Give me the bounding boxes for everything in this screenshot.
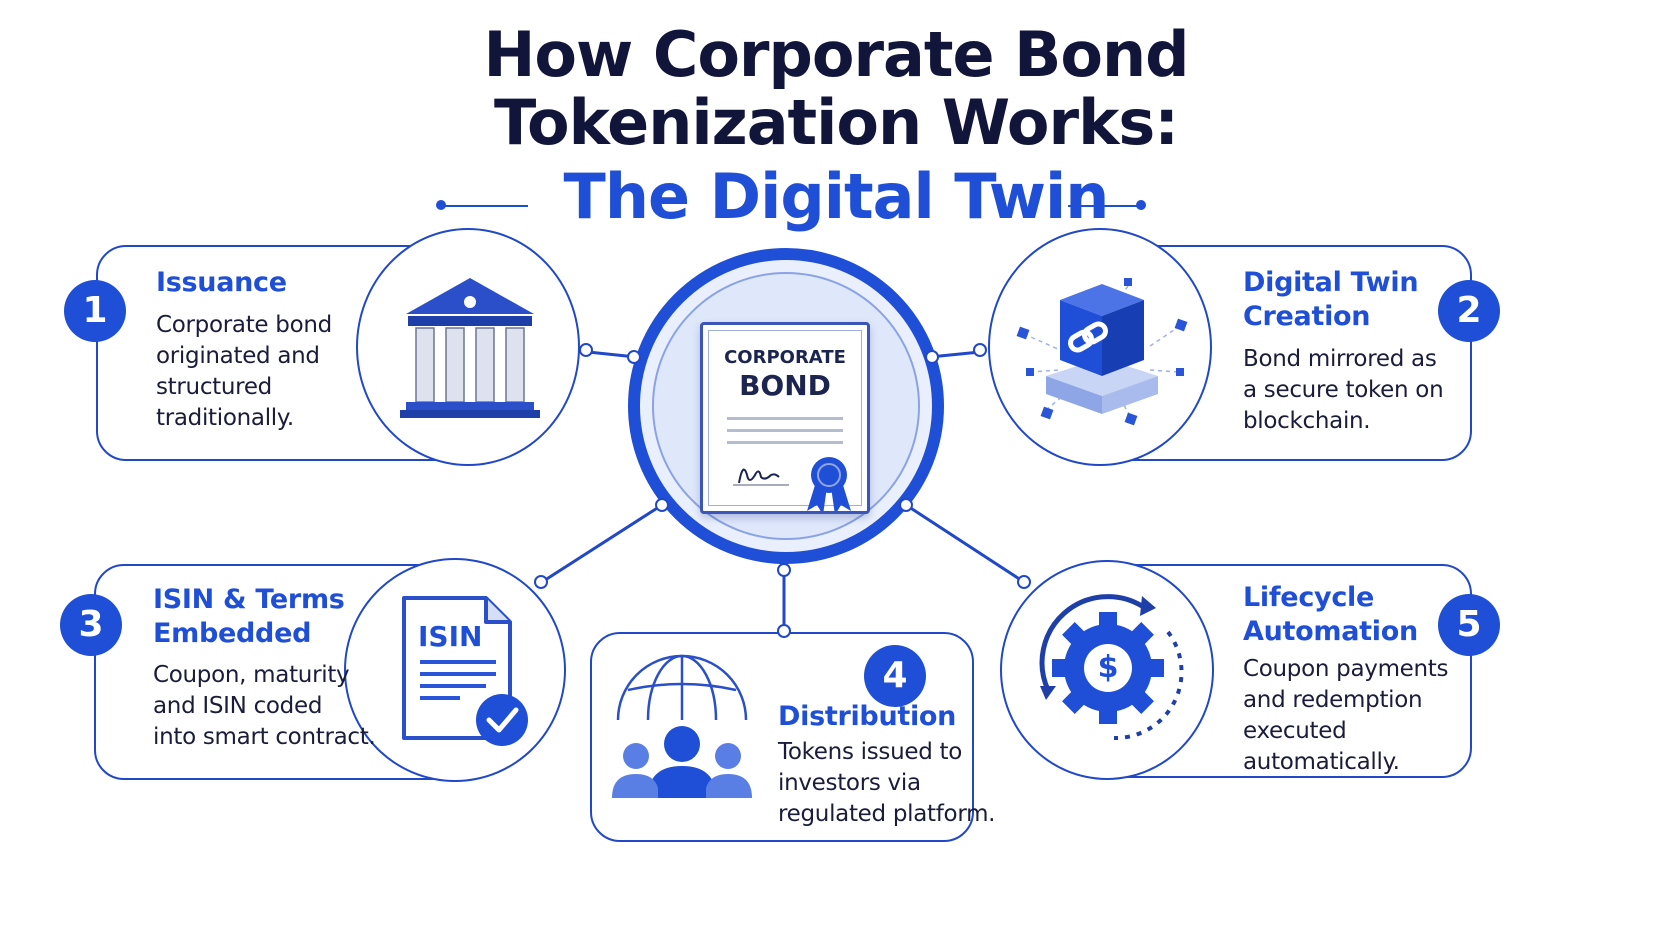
connector-node <box>655 498 669 512</box>
connector-node <box>777 624 791 638</box>
step-title-digital-twin: Digital Twin Creation <box>1243 267 1419 332</box>
step-title-lifecycle: Lifecycle Automation <box>1243 582 1418 647</box>
certificate-rule <box>727 429 843 432</box>
certificate-rule <box>727 417 843 420</box>
certificate-rule <box>727 441 843 444</box>
connector-node <box>579 343 593 357</box>
step-number-4: 4 <box>864 645 926 707</box>
step-number-2: 2 <box>1438 280 1500 342</box>
connector-node <box>899 498 913 512</box>
bank-building-icon <box>400 278 540 418</box>
connector-node <box>925 350 939 364</box>
dollar-sign: $ <box>1097 650 1119 685</box>
connector-node <box>534 575 548 589</box>
connector-node <box>777 563 791 577</box>
step-desc-lifecycle: Coupon payments and redemption executed … <box>1243 656 1449 775</box>
step-number-3: 3 <box>60 594 122 656</box>
connector-node <box>1017 575 1031 589</box>
step-desc-digital-twin: Bond mirrored as a secure token on block… <box>1243 346 1444 434</box>
icon-circle-isin-terms: ISIN <box>344 558 566 782</box>
isin-document-check-icon <box>402 596 528 746</box>
icon-circle-digital-twin <box>988 228 1212 466</box>
signature-seal-icon <box>733 457 851 511</box>
title-deco-dot-left <box>436 200 446 210</box>
step-title-isin-terms: ISIN & Terms Embedded <box>153 584 345 649</box>
step-number-1: 1 <box>64 280 126 342</box>
icon-circle-lifecycle: $ <box>1000 560 1214 780</box>
connector-node <box>627 350 641 364</box>
certificate-line-1: CORPORATE <box>724 347 846 368</box>
step-desc-distribution: Tokens issued to investors via regulated… <box>778 739 996 827</box>
step-desc-isin-terms: Coupon, maturity and ISIN coded into sma… <box>153 662 376 750</box>
certificate-line-2: BOND <box>739 369 831 402</box>
connector-node <box>973 343 987 357</box>
blockchain-cube-link-icon <box>1016 278 1188 426</box>
corporate-bond-certificate: CORPORATE BOND <box>700 322 870 514</box>
title-deco-line-right <box>1068 205 1138 207</box>
step-title-distribution: Distribution <box>778 701 957 732</box>
globe-investors-icon <box>612 654 752 798</box>
step-desc-issuance: Corporate bond originated and structured… <box>156 312 332 431</box>
title-deco-dot-right <box>1136 200 1146 210</box>
step-title-issuance: Issuance <box>156 267 287 298</box>
title-line-2: Tokenization Works: <box>493 86 1179 159</box>
icon-circle-issuance <box>356 228 580 466</box>
icon-circle-distribution <box>596 636 764 804</box>
title-line-1: How Corporate Bond <box>483 18 1189 91</box>
step-number-5: 5 <box>1438 594 1500 656</box>
title-deco-line-left <box>442 205 528 207</box>
isin-label: ISIN <box>418 620 483 653</box>
title-line-3: The Digital Twin <box>563 160 1110 233</box>
gear-dollar-cycle-icon <box>1039 594 1184 741</box>
